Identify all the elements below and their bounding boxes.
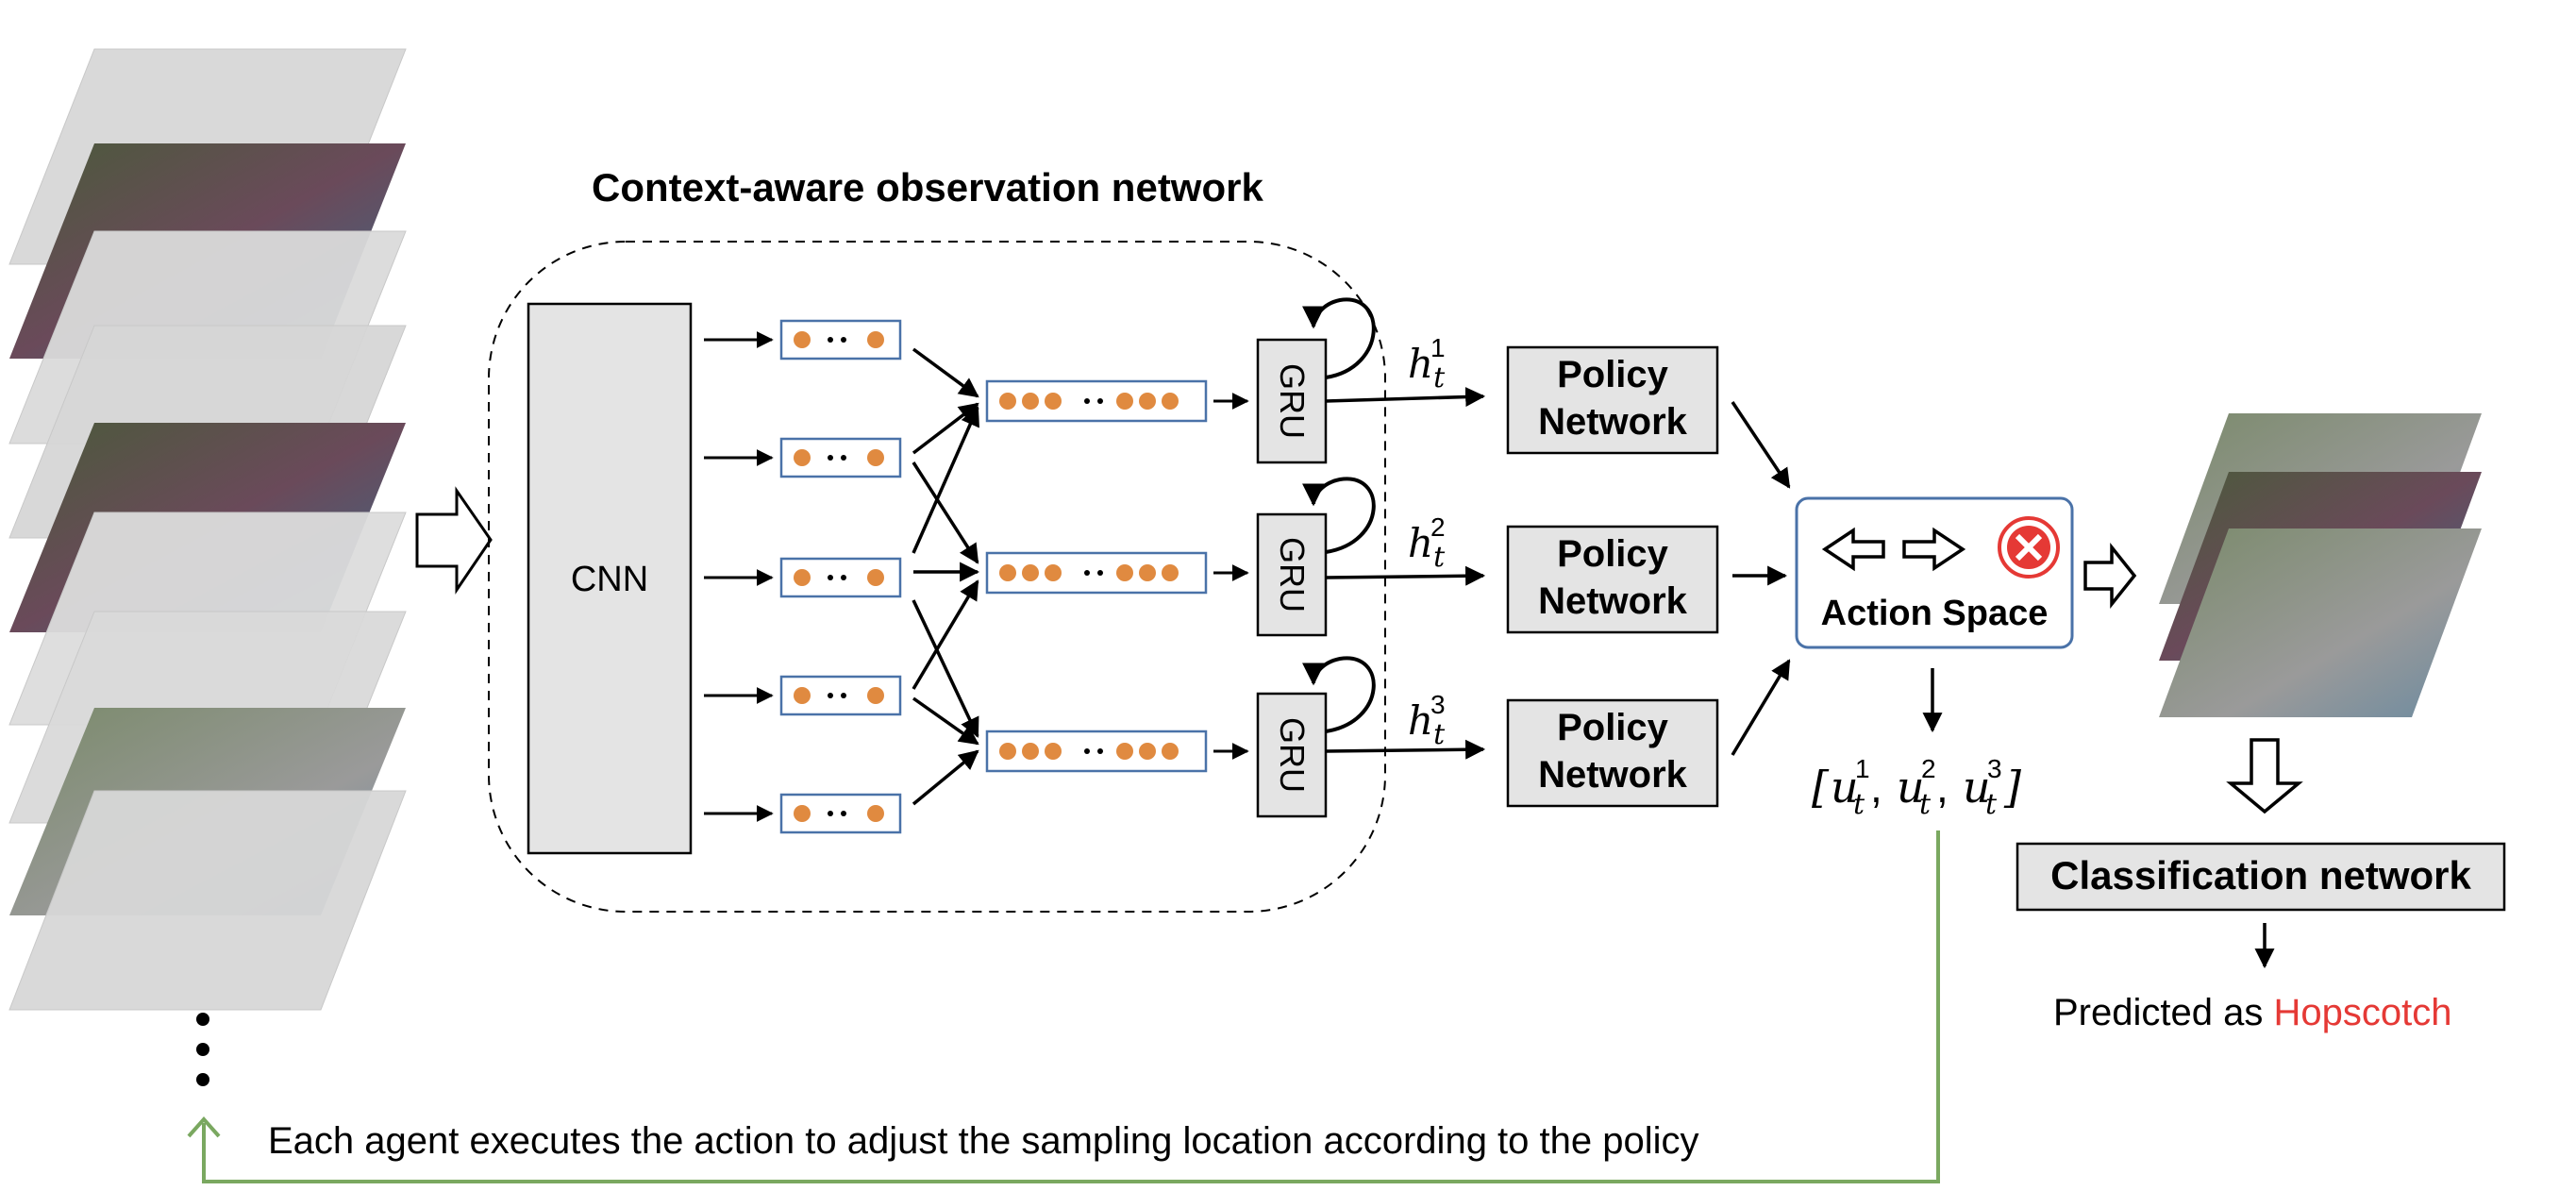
feature-vector [779,557,902,598]
svg-text:Policy: Policy [1557,533,1669,575]
prediction-text: Predicted as Hopscotch [2053,992,2451,1033]
svg-text:u: u [1897,762,1925,813]
input-frame-stack [8,48,407,1086]
svg-text:Policy: Policy [1557,354,1669,395]
context-vector [985,730,1208,773]
recurrent-loop-icon [1302,656,1376,733]
actions-vector: [ u t 1 , u t 2 , u t 3 ] [1812,754,2021,821]
context-merge-arrows [912,347,980,806]
hidden-state-label-2: ht 2 [1408,512,1446,574]
svg-text:t: t [1919,788,1932,821]
context-vector [985,379,1208,423]
policy-network-3: Policy Network [1506,698,1719,808]
ellipsis-dot [196,1013,209,1026]
classification-network: Classification network [2016,842,2506,912]
gru-label: GRU [1273,717,1312,793]
svg-text:ht: ht [1408,697,1446,751]
output-hollow-arrow [2083,543,2137,609]
hidden-state-label-3: ht 3 [1408,690,1446,751]
svg-text:3: 3 [1430,690,1446,719]
svg-text:u: u [1831,762,1859,813]
gru-label: GRU [1273,537,1312,612]
action-space-label: Action Space [1821,594,2049,633]
hidden-state-arrows [1325,387,1486,760]
down-hollow-arrow [2226,738,2303,814]
cnn-label: CNN [571,560,648,599]
input-hollow-arrow [415,486,493,595]
prediction-prefix: Predicted as [2053,992,2273,1033]
ellipsis-dot [196,1043,209,1056]
gru-unit-3: GRU [1256,656,1376,818]
svg-text:2: 2 [1430,512,1446,542]
output-frame-stack [2159,413,2482,717]
svg-text:3: 3 [1987,754,2002,783]
observation-network-boundary [488,241,1386,913]
gru-unit-2: GRU [1256,477,1376,637]
svg-text:Policy: Policy [1557,707,1669,748]
svg-text:,: , [1936,763,1949,812]
context-vectors [985,379,1208,773]
ellipsis-dot [196,1073,209,1086]
stop-icon [1998,516,2060,579]
svg-text:t: t [1985,788,1998,821]
svg-text:u: u [1963,762,1991,813]
feature-vector [779,675,902,716]
recurrent-loop-icon [1302,297,1376,379]
gru-unit-1: GRU [1256,297,1376,464]
feature-vector [779,793,902,834]
right-arrow-icon [1902,527,1966,572]
policy-network-1: Policy Network [1506,345,1719,455]
gru-label: GRU [1273,363,1312,439]
svg-text:[: [ [1812,762,1830,813]
svg-text:ht: ht [1408,520,1446,574]
input-frame [8,790,407,1011]
feature-vector [779,437,902,478]
cnn-output-arrows [704,331,774,822]
local-feature-vectors [779,319,902,834]
svg-text:1: 1 [1430,333,1446,362]
feedback-loop [187,830,1940,1183]
output-frame [2159,528,2482,717]
network-title: Context-aware observation network [592,165,1263,210]
recurrent-loop-icon [1302,477,1376,554]
hidden-state-label-1: ht 1 [1408,333,1446,394]
svg-text:t: t [1853,788,1865,821]
action-space: Action Space [1795,496,2074,649]
vector-to-gru-arrows [1213,393,1249,760]
svg-text:Network: Network [1538,401,1688,443]
svg-text:1: 1 [1855,754,1870,783]
svg-text:]: ] [2003,762,2021,813]
classification-label: Classification network [2050,853,2471,897]
policy-network-2: Policy Network [1506,525,1719,634]
context-vector [985,551,1208,595]
cnn-block [527,302,693,855]
svg-text:ht: ht [1408,341,1446,394]
svg-text:2: 2 [1921,754,1936,783]
svg-text:Network: Network [1538,754,1688,796]
left-arrow-icon [1821,527,1885,572]
feature-vector [779,319,902,361]
svg-text:Network: Network [1538,580,1688,622]
policy-to-action-arrows [1731,401,1791,756]
feedback-caption: Each agent executes the action to adjust… [268,1120,1699,1162]
feedback-arrowhead [187,1116,221,1138]
prediction-label: Hopscotch [2273,992,2451,1033]
svg-text:,: , [1870,763,1882,812]
